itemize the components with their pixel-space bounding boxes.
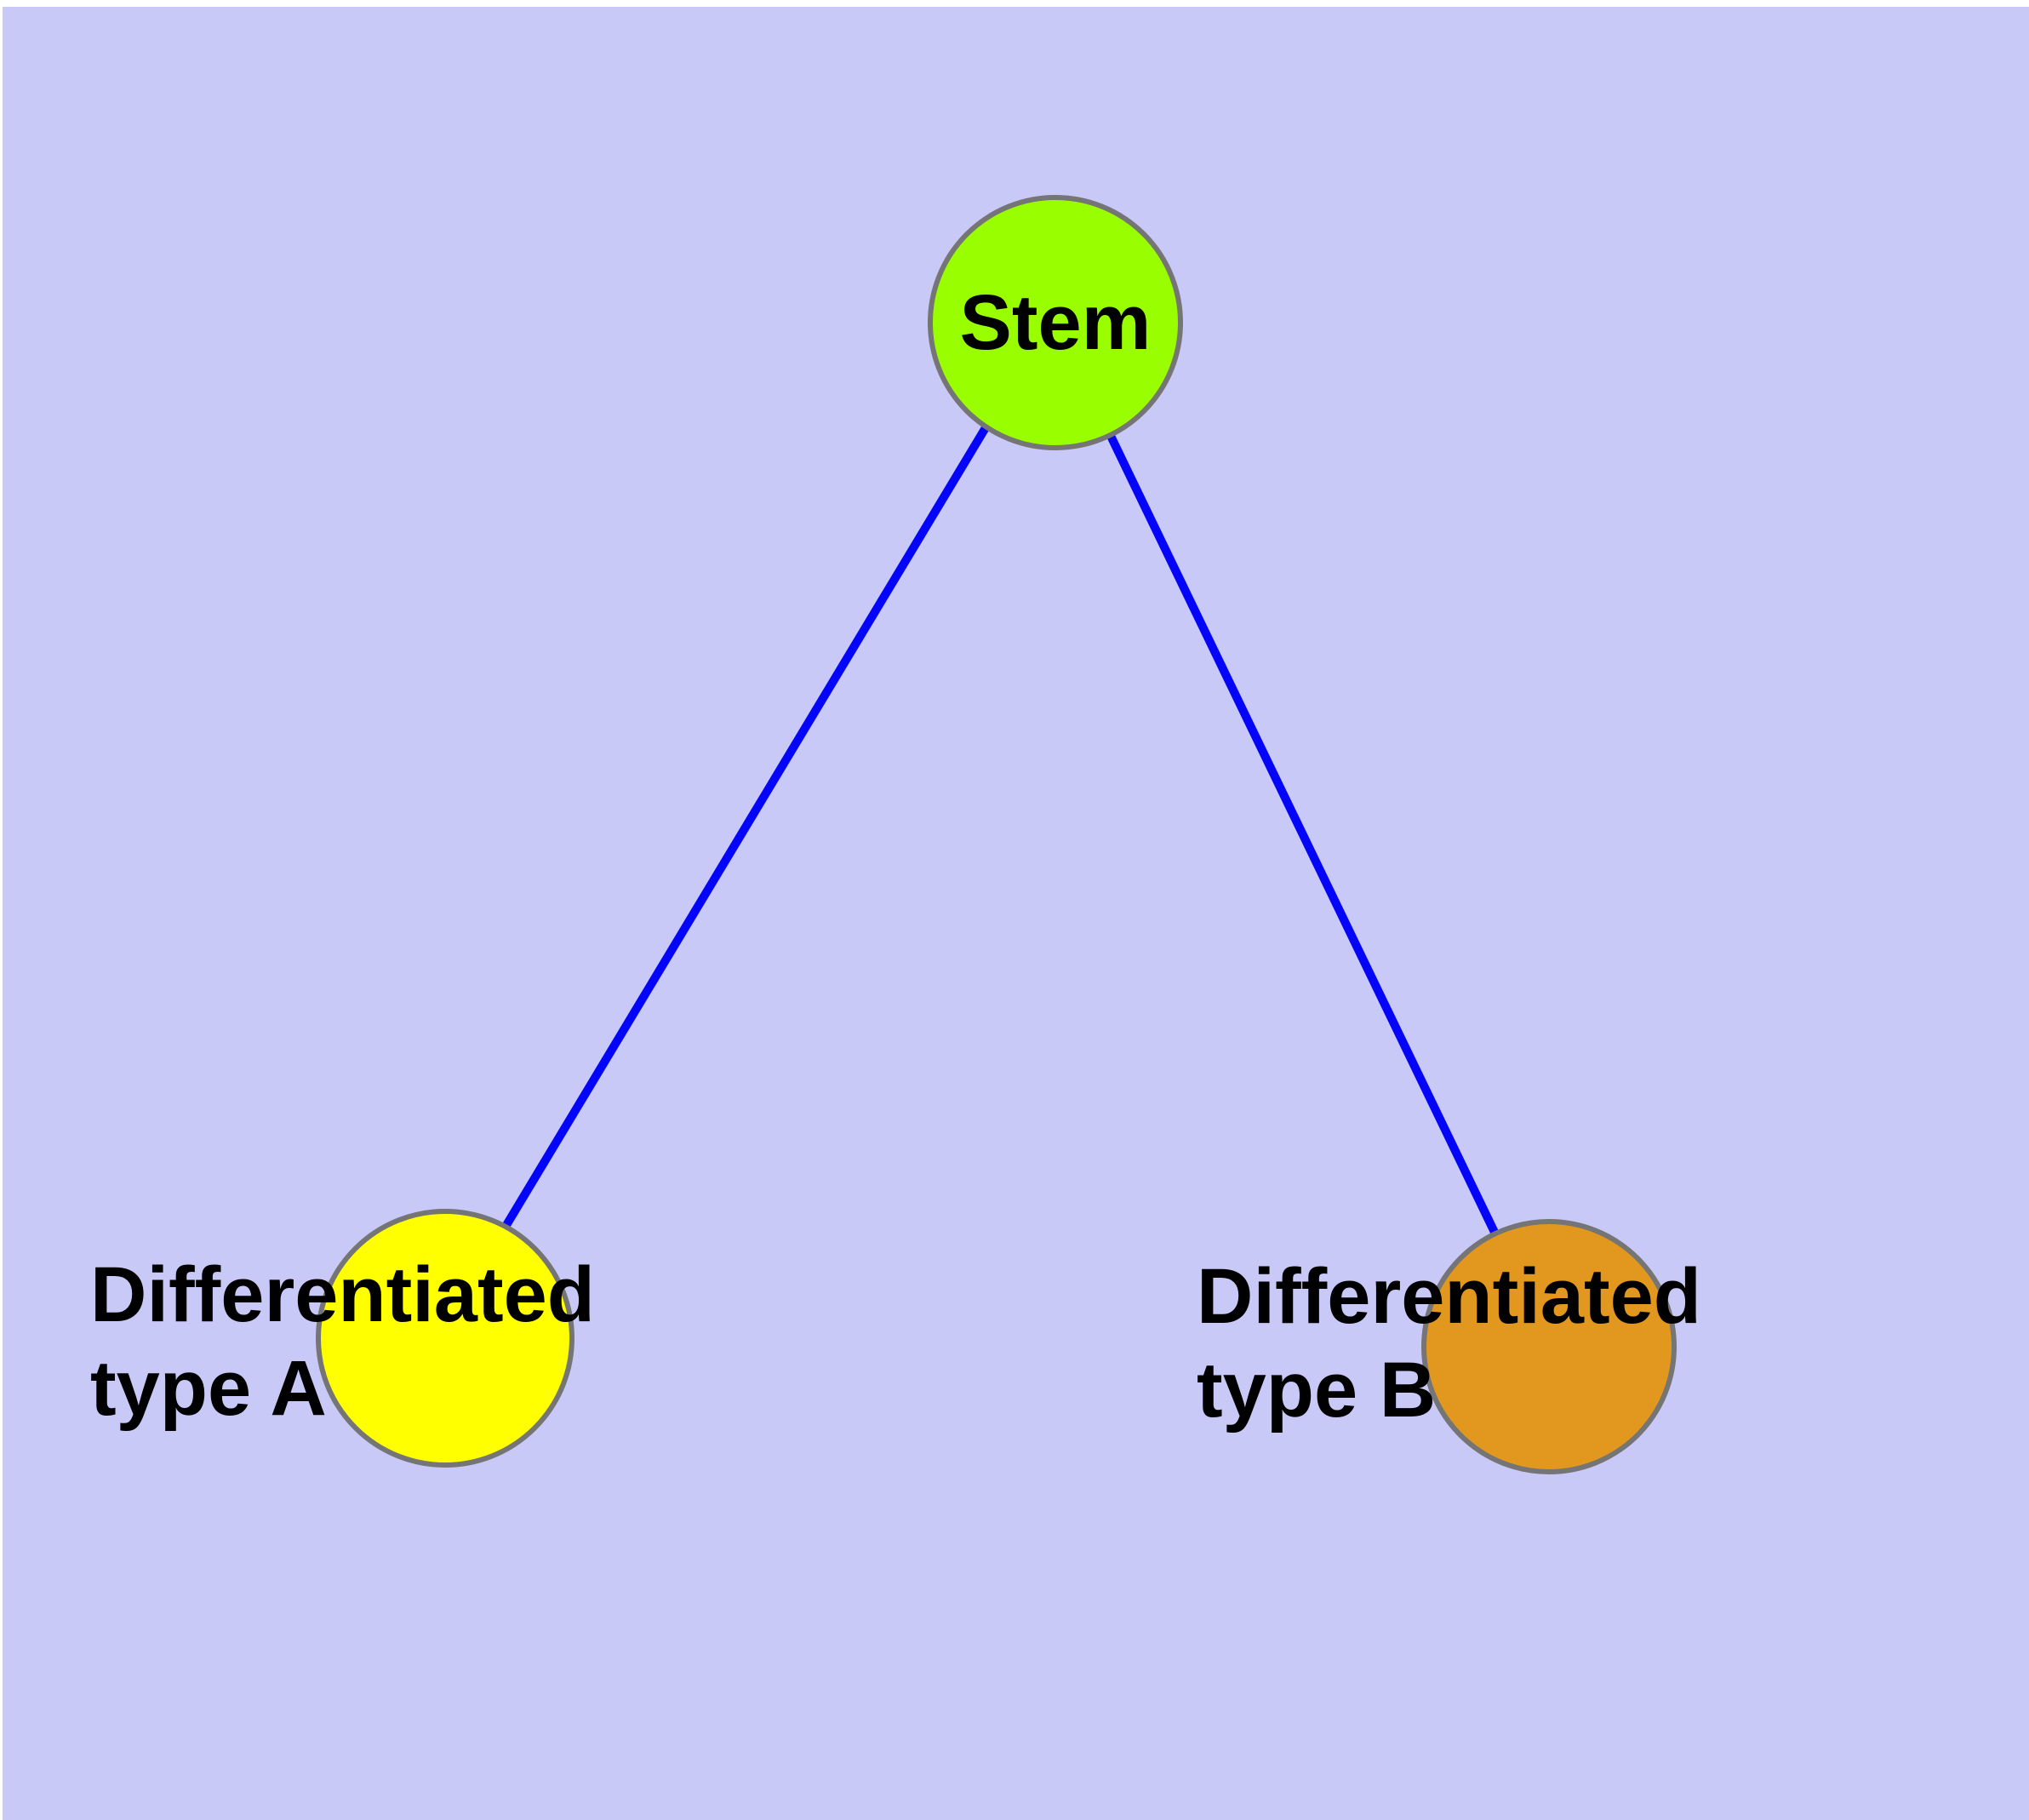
node-stem-label: Stem [959,279,1152,366]
node-type-a-label: Differentiated type A [90,1251,595,1432]
node-stem-cell[interactable]: Stem [928,195,1183,450]
node-differentiated-type-a[interactable] [316,1209,574,1468]
node-differentiated-type-b[interactable] [1421,1219,1677,1474]
edges-layer [438,313,1551,1342]
node-type-b-label: Differentiated type B [1197,1253,1701,1434]
edge-stem-to-type-a [438,313,1057,1334]
edge-stem-to-type-b [1049,313,1551,1342]
diagram-canvas: Stem Differentiated type A Differentiate… [3,7,2029,1820]
